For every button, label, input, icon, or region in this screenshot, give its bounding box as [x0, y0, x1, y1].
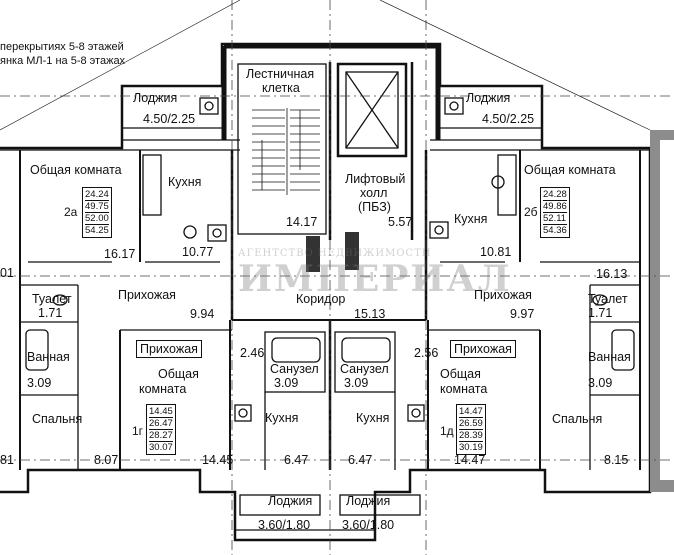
- living-1d-line-1: Общая: [440, 367, 481, 381]
- bath-right: Ванная: [588, 350, 631, 364]
- stair-label-1: Лестничная: [246, 67, 315, 81]
- living-1d-line-2: комната: [440, 382, 488, 396]
- apt-1d-v2: 26.59: [459, 418, 483, 430]
- hall-1g-area: 2.46: [240, 346, 265, 360]
- stair-treads: [252, 108, 320, 195]
- bedroom-right: Спальня: [552, 412, 603, 426]
- header-line-1: перекрытиях 5-8 этажей: [0, 41, 124, 53]
- header-line-2: янка МЛ-1 на 5-8 этажах: [0, 55, 126, 67]
- stair-area: 14.17: [286, 215, 318, 229]
- apt-code-1d: 1д: [440, 424, 454, 438]
- loggia-1d-area: 3.60/1.80: [342, 518, 395, 532]
- apt-1d-v1: 14.47: [459, 406, 483, 418]
- bedroom-left: Спальня: [32, 412, 83, 426]
- hall-right: Прихожая: [474, 288, 532, 302]
- bath-right-area: 3.09: [588, 376, 613, 390]
- apt-code-2b: 2б: [524, 205, 538, 219]
- toilet-left: Туалет: [32, 292, 72, 306]
- edge-left-bottom: 81: [0, 453, 14, 467]
- apt-1g-v2: 26.47: [149, 418, 173, 430]
- watermark-logo: ИМПЕРИАЛ: [238, 258, 512, 300]
- loggia-left-top-area: 4.50/2.25: [143, 112, 196, 126]
- apt-stats-1g: 14.45 26.47 28.27 30.07: [146, 404, 176, 455]
- lift-hall-label-1: Лифтовый: [345, 172, 406, 186]
- hall-left: Прихожая: [118, 288, 176, 302]
- toilet-left-area: 1.71: [38, 306, 63, 320]
- hall-left-area: 9.94: [190, 307, 215, 321]
- bedroom-left-area: 8.07: [94, 453, 119, 467]
- apt-code-2a: 2а: [64, 205, 78, 219]
- kitchen-left: Кухня: [168, 175, 202, 189]
- toilet-right-area: 1.71: [588, 306, 613, 320]
- corridor-area: 15.13: [354, 307, 386, 321]
- apt-1g-v4: 30.07: [149, 442, 173, 453]
- stair-label-2: клетка: [262, 81, 300, 95]
- living-left-area: 16.17: [104, 247, 136, 261]
- wc-1d-area: 3.09: [344, 376, 369, 390]
- apt-2a-v3: 52.00: [85, 213, 109, 225]
- kitchen-right-area: 10.81: [480, 245, 512, 259]
- apt-2a-v2: 49.75: [85, 201, 109, 213]
- lift-hall-label-3: (ПБЗ): [358, 200, 391, 214]
- living-1g-area: 14.45: [202, 453, 234, 467]
- kitchen-left-area: 10.77: [182, 245, 214, 259]
- living-right: Общая комната: [524, 163, 616, 177]
- watermark-subtitle: АГЕНТСТВО НЕДВИЖИМОСТИ: [238, 248, 432, 259]
- apt-2b-v1: 24.28: [543, 189, 567, 201]
- apt-code-1g: 1г: [132, 424, 144, 438]
- kitchen-1d-area: 6.47: [348, 453, 373, 467]
- wc-1g-area: 3.09: [274, 376, 299, 390]
- apt-1d-v3: 28.39: [459, 430, 483, 442]
- lift-hall-area: 5.57: [388, 215, 413, 229]
- living-left: Общая комната: [30, 163, 122, 177]
- kitchen-right: Кухня: [454, 212, 488, 226]
- hall-1d-area: 2.56: [414, 346, 439, 360]
- loggia-left-top: Лоджия: [133, 91, 178, 105]
- living-right-area: 16.13: [596, 267, 628, 281]
- apt-2b-v3: 52.11: [543, 213, 567, 225]
- loggia-right-top-area: 4.50/2.25: [482, 112, 535, 126]
- apt-stats-2a: 24.24 49.75 52.00 54.25: [82, 187, 112, 238]
- living-1g-line-1: Общая: [158, 367, 199, 381]
- living-1d-area: 14.47: [454, 453, 486, 467]
- loggia-1d: Лоджия: [346, 494, 391, 508]
- wc-1g: Санузел: [270, 362, 319, 376]
- apt-2b-v2: 49.86: [543, 201, 567, 213]
- apt-2a-v4: 54.25: [85, 225, 109, 236]
- bedroom-right-area: 8.15: [604, 453, 629, 467]
- bath-left-area: 3.09: [27, 376, 52, 390]
- apt-1d-v4: 30.19: [459, 442, 483, 453]
- apt-stats-2b: 24.28 49.86 52.11 54.36: [540, 187, 570, 238]
- bath-left: Ванная: [27, 350, 70, 364]
- loggia-1g-area: 3.60/1.80: [258, 518, 311, 532]
- lift-hall-label-2: холл: [360, 186, 388, 200]
- apt-1g-v3: 28.27: [149, 430, 173, 442]
- apt-2b-v4: 54.36: [543, 225, 567, 236]
- wc-1d: Санузел: [340, 362, 389, 376]
- kitchen-1g-area: 6.47: [284, 453, 309, 467]
- apt-stats-1d: 14.47 26.59 28.39 30.19: [456, 404, 486, 455]
- loggia-1g: Лоджия: [268, 494, 313, 508]
- kitchen-1d: Кухня: [356, 411, 390, 425]
- hall-1d: Прихожая: [450, 340, 516, 358]
- core-wall: [224, 43, 441, 140]
- apt-2a-v1: 24.24: [85, 189, 109, 201]
- apt-1g-v1: 14.45: [149, 406, 173, 418]
- hall-1g: Прихожая: [136, 340, 202, 358]
- edge-left-top: 01: [0, 266, 14, 280]
- loggia-right-top: Лоджия: [466, 91, 511, 105]
- toilet-right: Туалет: [588, 292, 628, 306]
- living-1g-line-2: комната: [139, 382, 187, 396]
- corridor: Коридор: [296, 292, 346, 306]
- hall-right-area: 9.97: [510, 307, 535, 321]
- kitchen-1g: Кухня: [265, 411, 299, 425]
